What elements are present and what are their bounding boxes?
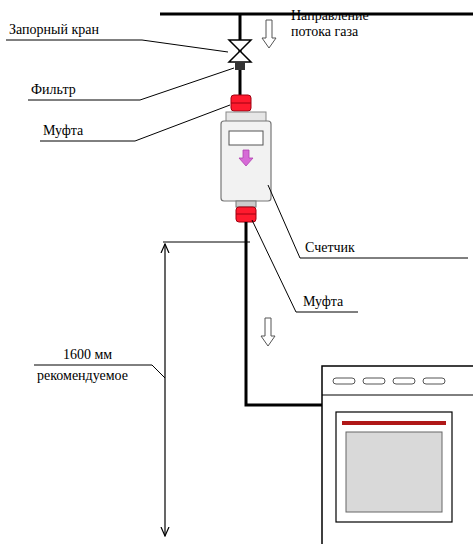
meter-body <box>221 121 271 201</box>
leader-line <box>40 105 230 141</box>
filter-symbol <box>235 62 245 70</box>
leader-line <box>6 40 228 52</box>
coupling-label: Муфта <box>42 123 84 139</box>
filter-label: Фильтр <box>30 82 77 98</box>
note-label: рекомендуемое <box>36 368 129 384</box>
flow-arrow <box>239 150 253 166</box>
meter-display <box>229 131 263 145</box>
leader-line <box>268 185 468 258</box>
extension-line <box>163 242 250 243</box>
valve-label: Запорный кран <box>8 22 100 38</box>
dimension-label: 1600 мм <box>62 347 113 363</box>
coupling <box>236 207 256 222</box>
dimension-line <box>164 244 165 536</box>
flow-direction-label: Направление потока газа <box>290 8 402 40</box>
leader-line <box>28 68 234 100</box>
direction-arrow <box>262 20 276 48</box>
valve-symbol <box>229 40 251 62</box>
coupling-label: Муфта <box>302 294 344 310</box>
leader-line <box>252 220 358 312</box>
direction-arrow <box>261 318 275 346</box>
oven-door <box>336 412 452 522</box>
coupling <box>231 95 251 111</box>
meter-label: Счетчик <box>304 240 356 256</box>
stove <box>322 366 473 544</box>
